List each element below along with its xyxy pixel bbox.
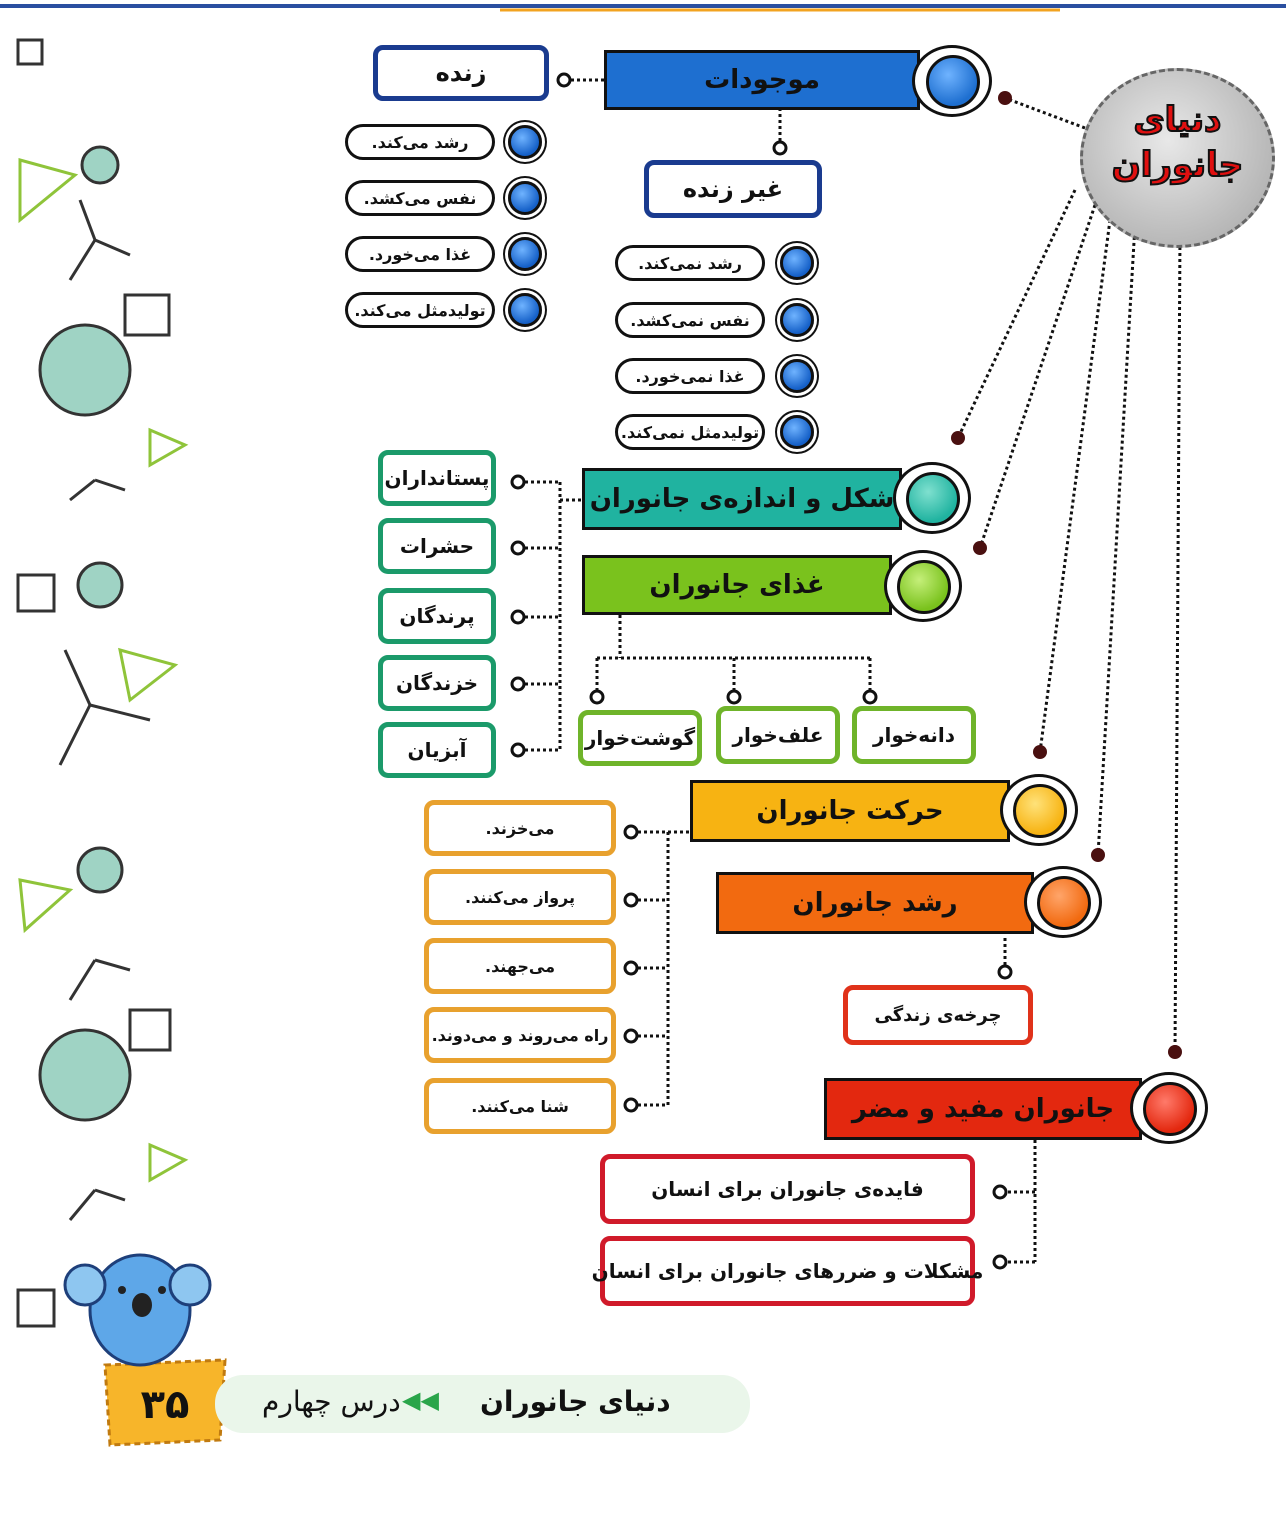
movement-banner: حرکت جانوران: [690, 780, 1010, 842]
nonliving-box: غیر زنده: [644, 160, 822, 218]
nonliving-trait-1: رشد نمی‌کند.: [615, 245, 765, 281]
title-line-2: جانوران: [1111, 144, 1245, 186]
food-type-seed: دانه‌خوار: [852, 706, 976, 764]
connector-lines: [525, 78, 1182, 1264]
food-cap-circle: [897, 560, 951, 614]
shape-group-2: حشرات: [378, 518, 496, 574]
nonliving-bullet-3: [780, 359, 814, 393]
movement-way-4: راه می‌روند و می‌دوند.: [424, 1007, 616, 1063]
useful-item-2: مشکلات و ضررهای جانوران برای انسان: [592, 1236, 983, 1306]
nonliving-bullet-1: [780, 246, 814, 280]
living-bullet-2: [508, 181, 542, 215]
living-trait-1: رشد می‌کند.: [345, 124, 495, 160]
footer-chapter: دنیای جانوران: [480, 1385, 671, 1418]
koala-mascot: [63, 1253, 212, 1367]
sidebar-doodles: [16, 38, 189, 1328]
movement-way-3: می‌جهند.: [424, 938, 616, 994]
growth-banner: رشد جانوران: [716, 872, 1034, 934]
living-bullet-1: [508, 125, 542, 159]
title-line-1: دنیای: [1132, 99, 1222, 141]
branch-end-dots: [951, 91, 1182, 1059]
nonliving-bullet-2: [780, 303, 814, 337]
mojudat-banner: موجودات: [604, 50, 920, 110]
growth-cap-circle: [1037, 876, 1091, 930]
useful-item-1: فایده‌ی جانوران برای انسان: [600, 1154, 975, 1224]
living-box: زنده: [373, 45, 549, 101]
mojudat-cap-circle: [926, 55, 980, 109]
nonliving-bullet-4: [780, 415, 814, 449]
page-number-badge: [103, 1358, 227, 1447]
footer-lesson: درس چهارم: [262, 1385, 401, 1418]
living-bullet-4: [508, 293, 542, 327]
shape-group-1: پستانداران: [378, 450, 496, 506]
movement-way-2: پرواز می‌کنند.: [424, 869, 616, 925]
shape-group-4: خزندگان: [378, 655, 496, 711]
shape-cap-circle: [906, 472, 960, 526]
shape-banner: شکل و اندازه‌ی جانوران: [582, 468, 902, 530]
useful-cap-circle: [1143, 1082, 1197, 1136]
growth-life-cycle: چرخه‌ی زندگی: [843, 985, 1033, 1045]
connector-knobs: [510, 72, 1013, 1270]
living-bullet-3: [508, 237, 542, 271]
food-type-carnivore: گوشت‌خوار: [578, 710, 702, 766]
living-trait-2: نفس می‌کشد.: [345, 180, 495, 216]
movement-way-5: شنا می‌کنند.: [424, 1078, 616, 1134]
movement-cap-circle: [1013, 784, 1067, 838]
shape-group-3: پرندگان: [378, 588, 496, 644]
title-circle: [1080, 68, 1275, 248]
movement-way-1: می‌خزند.: [424, 800, 616, 856]
footer-arrow: ◀◀: [402, 1386, 439, 1414]
nonliving-trait-3: غذا نمی‌خورد.: [615, 358, 765, 394]
useful-banner: جانوران مفید و مضر: [824, 1078, 1142, 1140]
shape-group-5: آبزیان: [378, 722, 496, 778]
page-number: ۳۵: [140, 1382, 190, 1428]
food-type-herbivore: علف‌خوار: [716, 706, 840, 764]
food-banner: غذای جانوران: [582, 555, 892, 615]
living-trait-3: غذا می‌خورد.: [345, 236, 495, 272]
living-trait-4: تولیدمثل می‌کند.: [345, 292, 495, 328]
nonliving-trait-4: تولیدمثل نمی‌کند.: [615, 414, 765, 450]
nonliving-trait-2: نفس نمی‌کشد.: [615, 302, 765, 338]
